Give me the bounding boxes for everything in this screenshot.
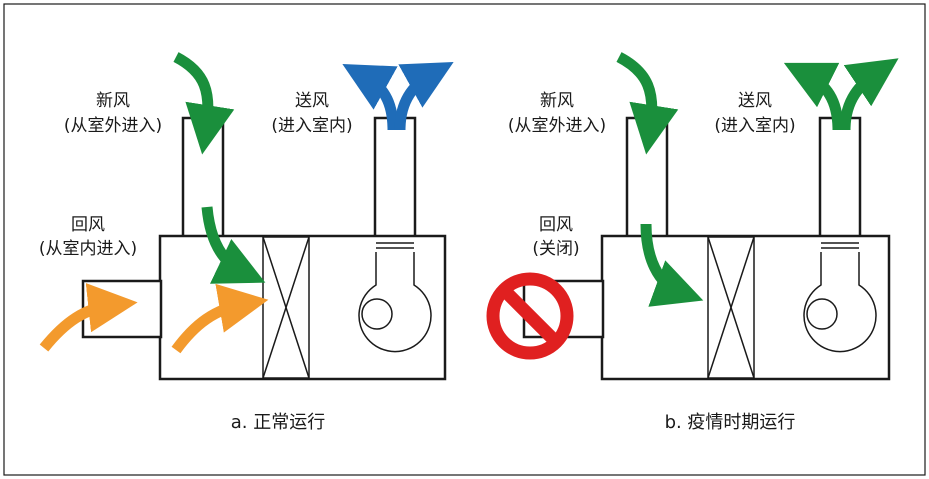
supply-air-sublabel: (进入室内) <box>271 116 352 136</box>
return-air-label: 回风 <box>539 215 573 235</box>
return-air-arrow <box>39 283 138 352</box>
fresh-air-duct <box>181 116 225 240</box>
supply-air-arrow-left <box>342 63 399 131</box>
fresh-air-duct <box>625 116 669 240</box>
fresh-air-arrow <box>173 52 235 155</box>
fresh-air-label: 新风 <box>540 91 574 111</box>
supply-air-arrow-right <box>839 58 899 131</box>
filter-x-icon <box>707 236 755 379</box>
fresh-air-sublabel: (从室外进入) <box>508 116 606 136</box>
return-air-sublabel: (关闭) <box>532 239 579 259</box>
panel-pandemic-operation: 新风 (从室外进入) 送风 (进入室内) 回风 (关闭) b. 疫情时期运行 <box>486 52 899 433</box>
fresh-air-label: 新风 <box>96 91 130 111</box>
panel-normal-operation: 新风 (从室外进入) 送风 (进入室内) 回风 (从室内进入) a. 正常运行 <box>39 52 454 433</box>
centrifugal-fan-icon <box>358 242 432 353</box>
fresh-air-arrow <box>616 52 679 155</box>
return-air-sublabel: (从室内进入) <box>39 239 137 259</box>
supply-air-label: 送风 <box>295 91 329 111</box>
panel-caption: b. 疫情时期运行 <box>665 412 796 433</box>
no-entry-icon <box>486 272 574 360</box>
return-air-label: 回风 <box>71 215 105 235</box>
supply-air-duct <box>373 116 417 240</box>
panel-caption: a. 正常运行 <box>231 412 325 433</box>
supply-air-arrow-left <box>783 62 844 131</box>
fresh-air-inner-arrow <box>201 206 266 284</box>
supply-air-arrow-right <box>394 61 454 131</box>
fresh-air-sublabel: (从室外进入) <box>64 116 162 136</box>
return-air-inner-arrow <box>171 283 269 354</box>
centrifugal-fan-icon <box>803 242 877 353</box>
air-handler-unit <box>158 234 447 381</box>
supply-air-sublabel: (进入室内) <box>714 116 795 136</box>
supply-air-duct <box>818 116 862 240</box>
fresh-air-inner-arrow <box>640 223 704 307</box>
supply-air-label: 送风 <box>738 91 772 111</box>
